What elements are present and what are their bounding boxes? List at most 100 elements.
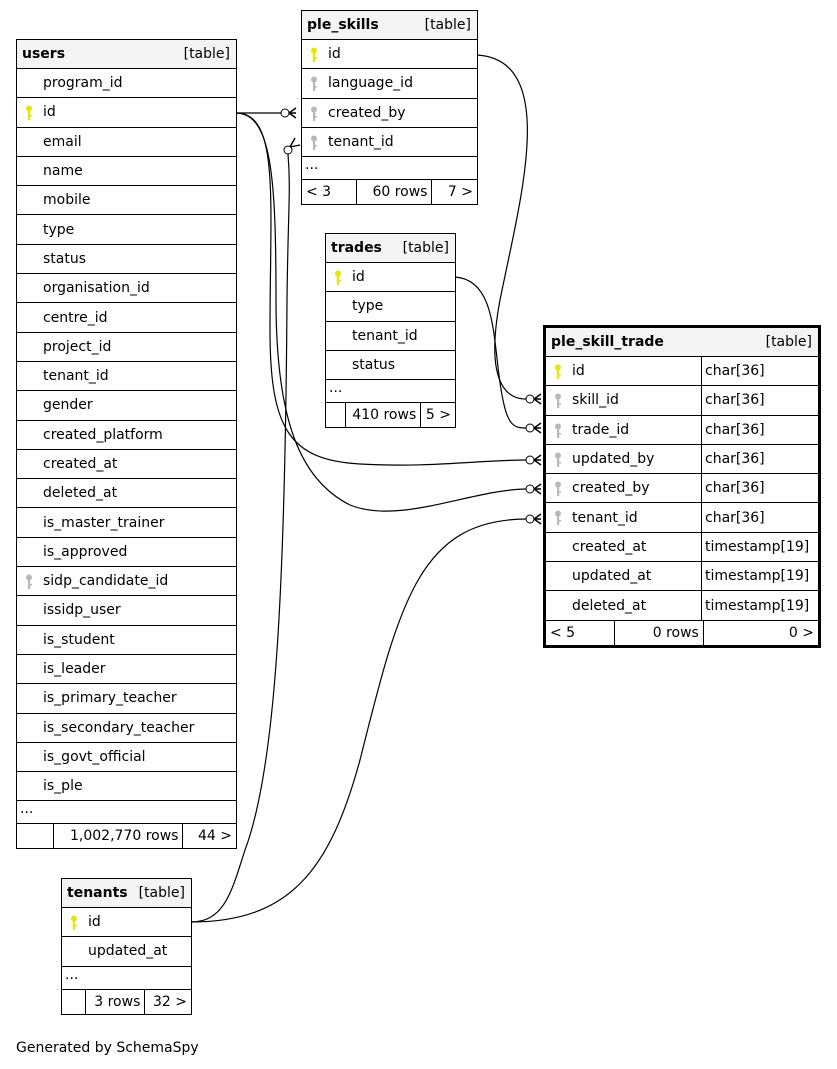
parents-count[interactable] — [17, 824, 53, 848]
row-count: 1,002,770 rows — [52, 824, 183, 849]
column-name: type — [43, 221, 75, 238]
relationship-line — [235, 112, 527, 512]
column-row[interactable]: is_govt_official — [17, 743, 236, 773]
column-row[interactable]: is_student — [17, 626, 236, 655]
column-row[interactable]: centre_id — [17, 303, 236, 333]
column-row[interactable]: issidp_user — [17, 596, 236, 626]
column-name: deleted_at — [43, 485, 118, 502]
column-row[interactable]: sidp_candidate_id — [17, 567, 236, 597]
column-row[interactable]: id — [326, 263, 455, 293]
column-row[interactable]: language_id — [302, 69, 477, 99]
column-row[interactable]: email — [17, 128, 236, 157]
column-type: timestamp[19] — [701, 532, 818, 562]
table-kind: [table] — [138, 885, 185, 901]
column-row[interactable]: is_approved — [17, 538, 236, 568]
parents-count[interactable]: < 5 — [550, 624, 576, 641]
crow-foot-marker — [288, 107, 297, 119]
relationship-line — [454, 276, 527, 429]
column-row[interactable]: gender — [17, 391, 236, 421]
table-header: ple_skill_trade[table] — [546, 328, 818, 357]
column-type: char[36] — [701, 444, 818, 474]
column-name: is_approved — [43, 543, 128, 560]
column-name: centre_id — [43, 309, 108, 326]
column-row[interactable]: mobile — [17, 186, 236, 216]
primary-key-icon — [554, 364, 562, 380]
column-row[interactable]: status — [17, 245, 236, 275]
column-row[interactable]: type — [17, 215, 236, 245]
column-type: timestamp[19] — [701, 591, 818, 620]
row-count: 3 rows — [84, 989, 145, 1014]
zero-cardinality-marker — [525, 423, 535, 433]
column-name: skill_id — [572, 392, 619, 409]
relationship-line — [190, 153, 290, 923]
parents-count[interactable] — [326, 403, 345, 427]
column-row[interactable]: is_master_trainer — [17, 508, 236, 538]
column-row[interactable]: is_ple — [17, 772, 236, 802]
column-name: id — [88, 914, 101, 931]
column-type: char[36] — [701, 503, 818, 532]
column-name: updated_at — [88, 943, 168, 960]
column-name: project_id — [43, 338, 112, 355]
column-row[interactable]: is_secondary_teacher — [17, 714, 236, 743]
foreign-key-icon — [554, 452, 562, 468]
column-row[interactable]: created_at timestamp[19] — [546, 532, 818, 563]
column-row[interactable]: created_by — [302, 99, 477, 128]
more-columns: ... — [17, 801, 236, 825]
column-row[interactable]: tenant_id — [302, 128, 477, 158]
column-row[interactable]: program_id — [17, 69, 236, 99]
column-row[interactable]: organisation_id — [17, 274, 236, 304]
column-row[interactable]: id — [62, 908, 191, 938]
column-type: char[36] — [701, 357, 818, 386]
table-name: trades — [331, 240, 382, 256]
column-name: program_id — [43, 75, 123, 92]
parents-count[interactable] — [62, 990, 85, 1014]
zero-cardinality-marker — [525, 514, 535, 524]
children-count[interactable]: 0 > — [702, 620, 818, 645]
children-count[interactable]: 5 > — [420, 403, 455, 428]
table-kind: [table] — [183, 46, 230, 62]
children-count[interactable]: 44 > — [182, 824, 236, 849]
column-row[interactable]: project_id — [17, 333, 236, 362]
table-header: tenants[table] — [62, 879, 191, 908]
column-row[interactable]: id — [302, 40, 477, 70]
parents-count[interactable]: < 3 — [306, 184, 332, 201]
more-columns: ... — [326, 380, 455, 404]
column-name: created_at — [572, 538, 647, 555]
column-row[interactable]: deleted_at — [17, 479, 236, 509]
column-row[interactable]: is_leader — [17, 655, 236, 685]
column-row[interactable]: name — [17, 157, 236, 187]
column-row[interactable]: is_primary_teacher — [17, 684, 236, 714]
column-row[interactable]: tenant_id — [17, 362, 236, 392]
column-type: timestamp[19] — [701, 562, 818, 591]
column-row[interactable]: tenant_id — [326, 322, 455, 351]
column-row[interactable]: id — [17, 98, 236, 128]
children-count[interactable]: 7 > — [431, 180, 477, 205]
column-row[interactable]: type — [326, 292, 455, 322]
children-count[interactable]: 32 > — [144, 989, 191, 1014]
foreign-key-icon — [25, 574, 33, 590]
column-row[interactable]: created_platform — [17, 421, 236, 450]
column-type: char[36] — [701, 415, 818, 444]
column-row[interactable]: created_at — [17, 450, 236, 480]
column-name: language_id — [328, 75, 413, 92]
column-row[interactable]: updated_at — [62, 937, 191, 967]
column-row[interactable]: status — [326, 351, 455, 381]
